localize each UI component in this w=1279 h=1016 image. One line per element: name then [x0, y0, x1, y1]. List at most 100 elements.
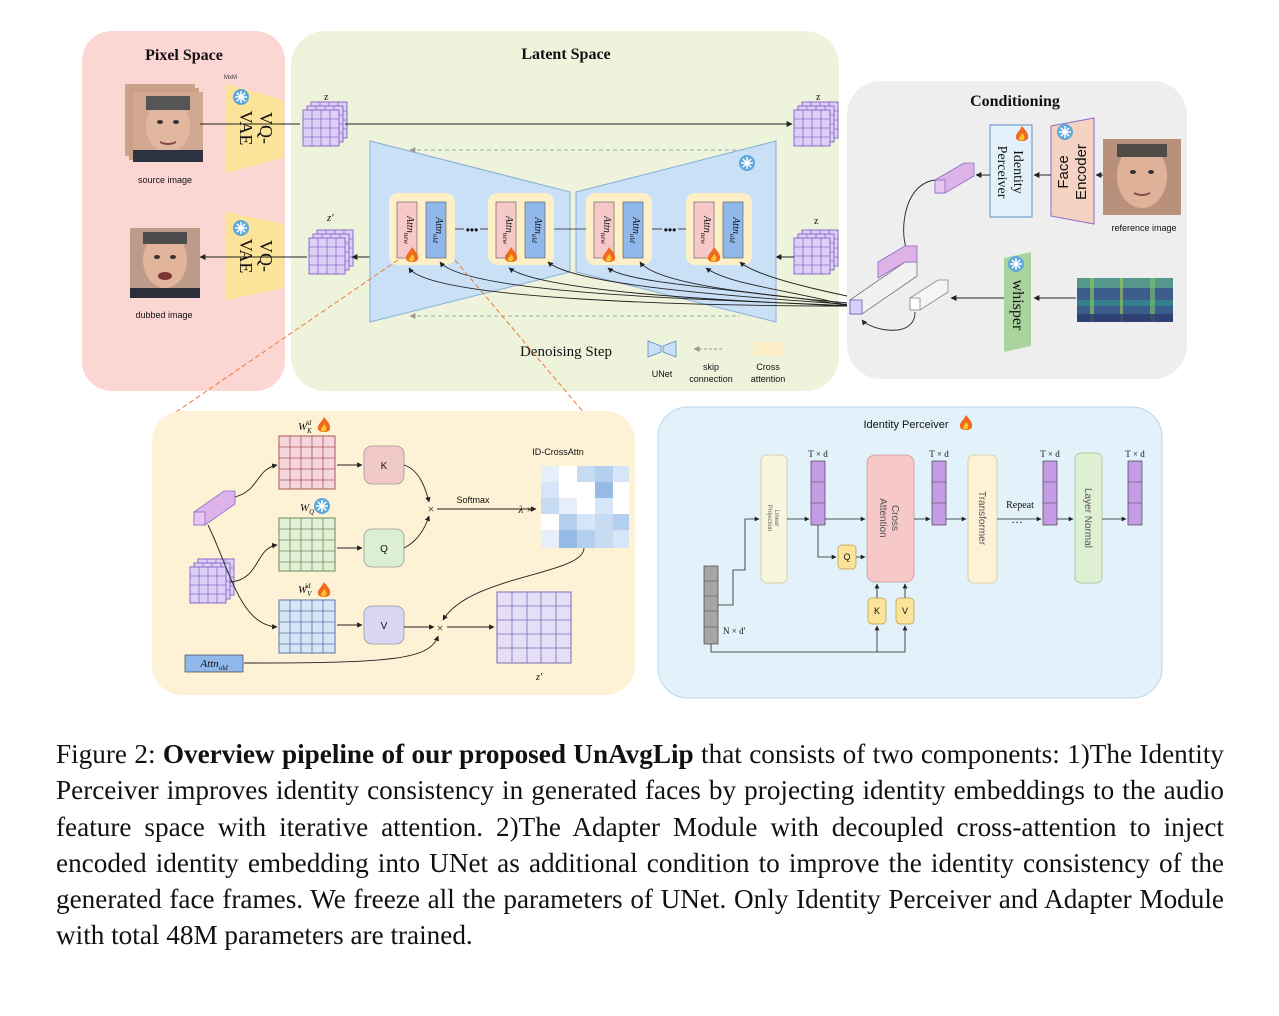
w-v-label: WVid	[298, 582, 312, 598]
caption-bold: Overview pipeline of our proposed UnAvgL…	[162, 739, 694, 769]
latent-space-panel: Latent Space z z z′ z	[199, 31, 926, 391]
attn-old-label-1: Attnold	[431, 216, 444, 243]
multiply-qk: ×	[428, 502, 435, 516]
vqvae-decoder: VQ- VAE	[226, 212, 284, 300]
unet	[369, 140, 777, 323]
latent-token-col-2	[931, 460, 947, 526]
combined-condition-token	[849, 245, 918, 315]
identity-perceiver-panel: Identity Perceiver N × d′ Linear Project…	[657, 406, 1163, 699]
layer-normal-label: Layer Normal	[1082, 488, 1093, 548]
linear-projection-line1: Linear	[773, 510, 779, 527]
vqvae-top-line1: VQ-	[256, 112, 276, 144]
z-right-top-label: z	[816, 92, 821, 103]
audio-spectrogram	[1077, 278, 1173, 322]
w-q-grid	[278, 517, 336, 572]
perceiver-k-box: K	[867, 597, 887, 625]
identity-perceiver-block: Identity Perceiver	[989, 124, 1033, 218]
attn-new-label-2: Attnnew	[501, 215, 514, 244]
perceiver-k-label: K	[874, 606, 880, 616]
txd-label-1: T × d	[808, 449, 828, 459]
adapter-output-grid	[496, 591, 572, 664]
attn-old-label-4: Attnold	[728, 216, 741, 243]
z-left-label: z	[324, 92, 329, 103]
txd-label-4: T × d	[1125, 449, 1145, 459]
unet-frozen-icon	[738, 154, 756, 172]
attn-old-box: Attnold	[184, 654, 244, 673]
v-box-label: V	[381, 621, 388, 632]
attn-new-label-4: Attnnew	[699, 215, 712, 244]
attn-old-box-label: Attnold	[199, 658, 228, 672]
latent-z-left	[303, 102, 347, 146]
pipeline-figure: Pixel Space MxM source image dubbed imag…	[82, 31, 1187, 699]
identity-embedding-token	[934, 162, 975, 194]
perceiver-v-box: V	[895, 597, 915, 625]
layer-normal-block: Layer Normal	[1074, 452, 1103, 584]
dubbed-image-label: dubbed image	[135, 310, 192, 320]
k-box: K	[363, 445, 405, 485]
v-box: V	[363, 605, 405, 645]
w-v-grid	[278, 599, 336, 654]
audio-embedding-token	[909, 279, 949, 311]
z-prime-label: z′	[326, 212, 334, 224]
pixel-space-title: Pixel Space	[145, 47, 223, 64]
ellipsis-left: •••	[466, 223, 479, 237]
whisper-encoder: whisper	[1004, 252, 1031, 352]
cross-attention-line1: Cross	[889, 505, 900, 531]
face-encoder: Face Encoder	[1050, 117, 1095, 225]
attn-old-label-2: Attnold	[530, 216, 543, 243]
cross-attention-line2: Attention	[877, 498, 888, 537]
cross-attention-block-4	[686, 193, 752, 265]
identity-perceiver-title: Identity Perceiver	[864, 419, 949, 431]
caption-text: that consists of two components: 1)The I…	[56, 739, 1224, 951]
ellipsis-right: •••	[664, 223, 677, 237]
legend-unet-label: UNet	[652, 369, 673, 379]
legend-cross-label-2: attention	[751, 374, 786, 384]
linear-projection-block: Linear Projection	[760, 454, 788, 584]
conditioning-panel: Conditioning reference image Face Encode…	[847, 81, 1187, 379]
multiply-v: ×	[437, 621, 444, 635]
repeat-dots: …	[1011, 512, 1023, 526]
latent-token-col-1	[810, 460, 826, 526]
perceiver-q-label: Q	[843, 552, 850, 562]
cross-attention-block: Cross Attention	[866, 454, 915, 583]
pixel-space-panel: Pixel Space MxM source image dubbed imag…	[82, 31, 285, 391]
q-box-label: Q	[380, 544, 388, 555]
w-k-grid	[278, 435, 336, 490]
vqvae-bottom-line2: VAE	[236, 239, 256, 274]
latent-z-right-top	[794, 102, 838, 146]
reference-image-label: reference image	[1111, 223, 1176, 233]
attn-old-label-3: Attnold	[628, 216, 641, 243]
vqvae-encoder: VQ- VAE	[226, 84, 284, 173]
conditioning-title: Conditioning	[970, 93, 1060, 110]
face-encoder-line2: Encoder	[1073, 144, 1090, 200]
cross-attention-block-3	[586, 193, 652, 265]
attn-new-label-3: Attnnew	[599, 215, 612, 244]
linear-projection-line2: Projection	[766, 505, 772, 532]
cross-attention-block-1	[389, 193, 455, 265]
legend-cross-attn-swatch	[753, 342, 783, 356]
w-k-label: WKid	[298, 419, 312, 435]
w-q-label: WQ	[300, 502, 314, 516]
dubbed-image	[130, 228, 200, 298]
latent-z-prime	[309, 230, 353, 274]
perceiver-v-label: V	[902, 606, 908, 616]
identity-perceiver-line2: Perceiver	[994, 146, 1009, 199]
lambda-label: λ ×	[518, 504, 534, 516]
mxm-label: MxM	[224, 75, 237, 81]
legend-unet-icon	[647, 340, 677, 358]
reference-image	[1103, 139, 1181, 215]
latent-z-right-mid	[794, 230, 838, 274]
k-box-label: K	[381, 461, 388, 472]
source-image	[125, 84, 203, 162]
repeat-label: Repeat	[1006, 500, 1034, 511]
id-crossattn-map	[541, 466, 629, 548]
id-crossattn-label: ID-CrossAttn	[532, 447, 584, 457]
source-image-label: source image	[138, 175, 192, 185]
adapter-z-prime-label: z′	[535, 672, 543, 683]
legend-skip-label-2: connection	[689, 374, 733, 384]
legend-cross-label-1: Cross	[756, 362, 780, 372]
vqvae-bottom-line1: VQ-	[256, 240, 276, 272]
txd-label-2: T × d	[929, 449, 949, 459]
vqvae-top-line2: VAE	[236, 111, 256, 146]
adapter-latent-input	[190, 559, 234, 603]
